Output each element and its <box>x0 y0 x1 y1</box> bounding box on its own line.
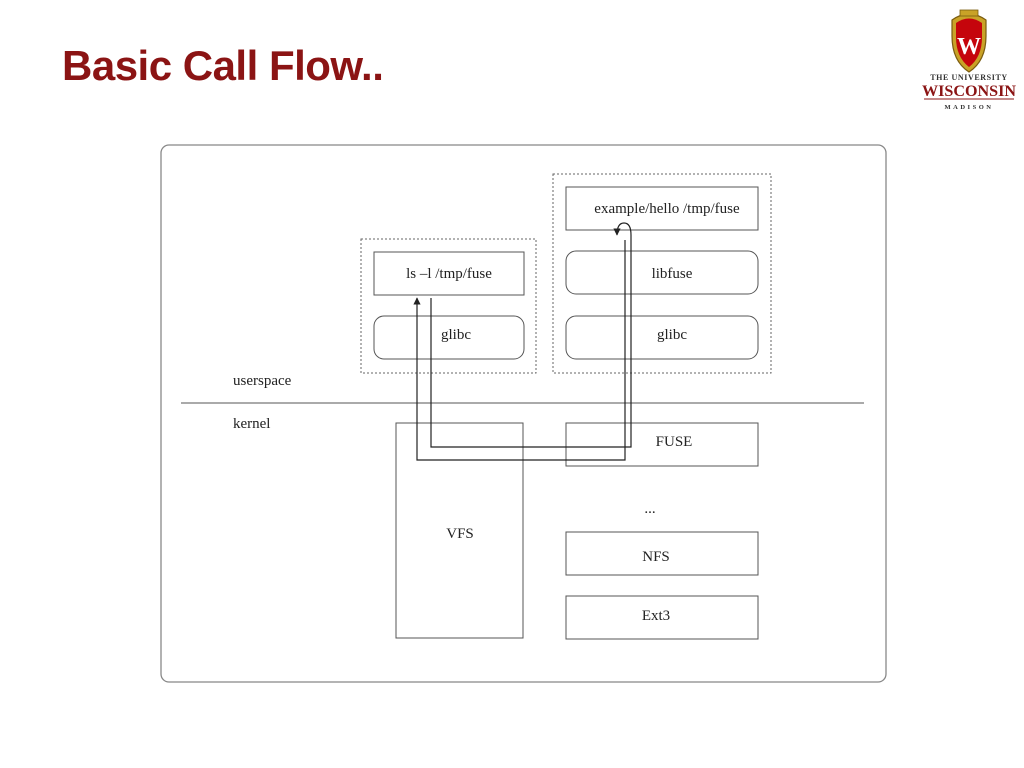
ext3-label: Ext3 <box>642 608 670 624</box>
ls-command-box: ls –l /tmp/fuse <box>373 251 525 296</box>
daemon-glibc-label: glibc <box>657 327 687 343</box>
slide-title: Basic Call Flow.. <box>62 42 384 89</box>
logo-line-3: MADISON <box>945 104 994 111</box>
kernel-label: kernel <box>233 416 270 432</box>
hello-command-box: example/hello /tmp/fuse <box>565 186 759 231</box>
logo-line-2: WISCONSIN <box>922 83 1016 100</box>
ellipsis-label: ... <box>644 501 655 517</box>
fuse-label: FUSE <box>656 434 693 450</box>
ext3-box: Ext3 <box>565 595 759 640</box>
reply-flow-path <box>413 240 626 461</box>
vfs-label: VFS <box>446 526 474 542</box>
userspace-label: userspace <box>233 373 292 389</box>
nfs-label: NFS <box>642 549 670 565</box>
fuse-box: FUSE <box>565 422 759 467</box>
libfuse-label: libfuse <box>652 266 693 282</box>
vfs-box: VFS <box>395 422 524 639</box>
request-flow-path <box>430 222 632 448</box>
nfs-box: NFS <box>565 531 759 576</box>
libfuse-box: libfuse <box>565 250 759 295</box>
ls-command-label: ls –l /tmp/fuse <box>406 266 492 282</box>
daemon-glibc-box: glibc <box>565 315 759 360</box>
crest-letter: W <box>957 34 981 60</box>
client-glibc-label: glibc <box>441 327 471 343</box>
wisconsin-crest-icon: W <box>951 9 987 73</box>
diagram-frame <box>160 144 887 683</box>
daemon-process-group <box>552 173 772 374</box>
university-logo: W THE UNIVERSITY WISCONSIN MADISON <box>922 9 1016 111</box>
logo-line-1: THE UNIVERSITY <box>930 73 1008 82</box>
client-process-group <box>360 238 537 374</box>
hello-command-label: example/hello /tmp/fuse <box>594 201 740 217</box>
client-glibc-box: glibc <box>373 315 525 360</box>
